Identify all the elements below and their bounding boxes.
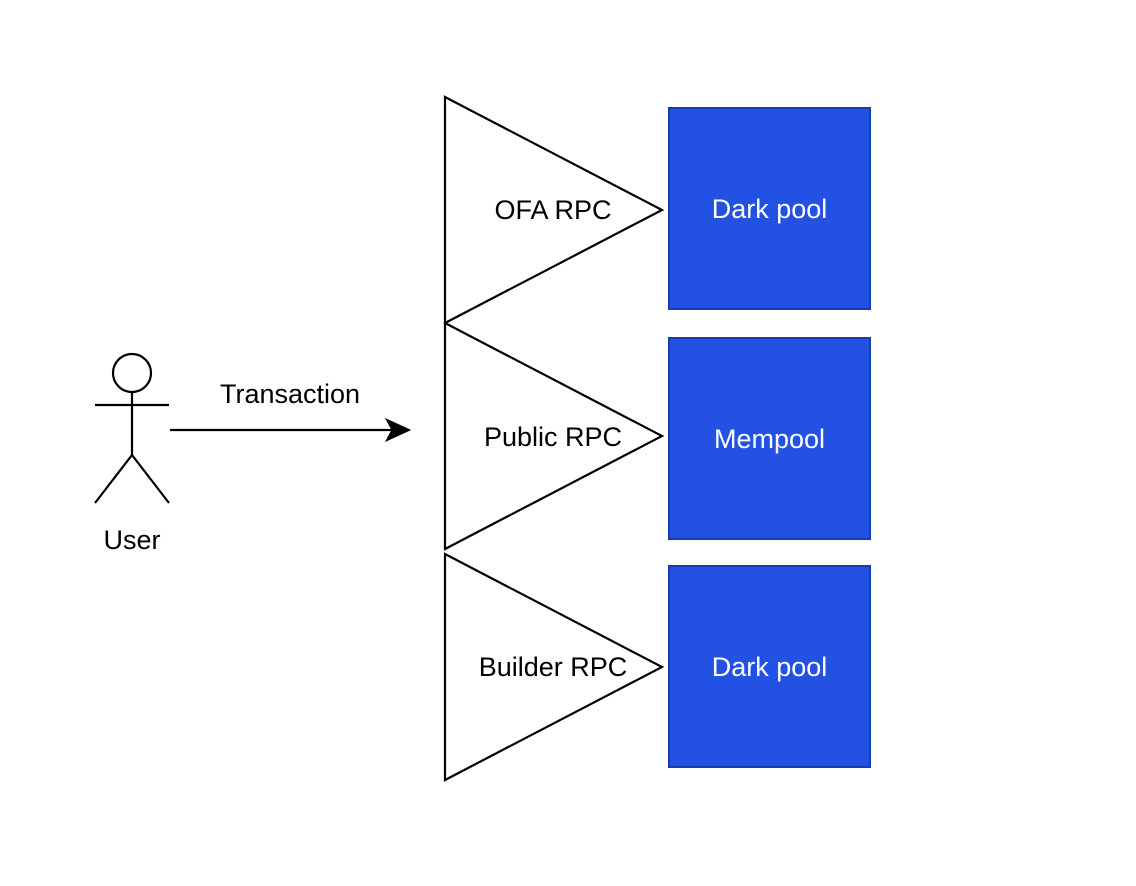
pool-dark-1[interactable]: Dark pool xyxy=(668,107,871,310)
rpc-label: Public RPC xyxy=(484,422,622,452)
stick-figure-icon xyxy=(94,352,170,504)
rpc-triangle xyxy=(443,321,665,551)
user-actor[interactable]: User xyxy=(94,352,170,555)
pool-label: Dark pool xyxy=(712,652,828,682)
pool-box xyxy=(668,337,871,540)
rpc-label: Builder RPC xyxy=(479,652,628,682)
arrowhead-icon xyxy=(384,417,412,443)
user-label: User xyxy=(103,525,160,555)
pool-dark-2[interactable]: Dark pool xyxy=(668,565,871,768)
transaction-edge[interactable]: Transaction xyxy=(170,379,412,443)
pool-box xyxy=(668,565,871,768)
rpc-ofa[interactable]: OFA RPC xyxy=(443,95,665,325)
transaction-label: Transaction xyxy=(220,379,360,409)
pool-mempool[interactable]: Mempool xyxy=(668,337,871,540)
rpc-triangle xyxy=(443,95,665,325)
rpc-triangle xyxy=(443,552,665,782)
rpc-builder[interactable]: Builder RPC xyxy=(443,552,665,782)
pool-box xyxy=(668,107,871,310)
pool-label: Mempool xyxy=(714,424,825,454)
pool-label: Dark pool xyxy=(712,194,828,224)
rpc-label: OFA RPC xyxy=(494,195,611,225)
rpc-public[interactable]: Public RPC xyxy=(443,321,665,551)
